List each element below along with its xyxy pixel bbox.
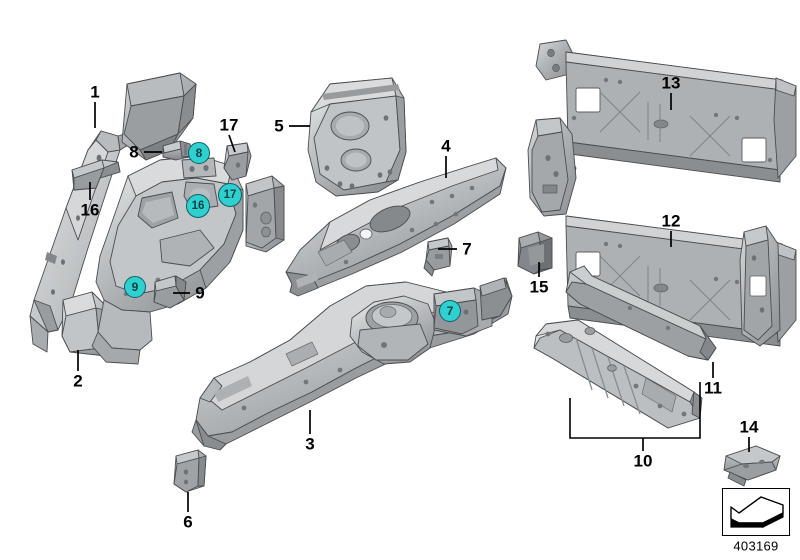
view-direction-arrow-icon [730,496,784,528]
callout-label-5: 5 [274,116,284,136]
part-5-strut-tower-panel [307,77,407,197]
leader-line-17 [228,134,236,153]
view-direction-box [722,488,790,536]
callout-label-7: 7 [462,239,472,259]
callout-label-8: 8 [129,142,139,162]
callout-label-6: 6 [183,512,193,532]
callout-label-4: 4 [441,136,451,156]
part-3-side-member-lower [191,277,513,451]
callout-leader-lines [77,93,750,512]
part-10-floor-panel [533,319,703,429]
highlight-marker-17[interactable]: 17 [218,183,242,207]
callout-label-14: 14 [739,417,759,437]
part-13-rear-cross-member-upper [535,39,797,183]
highlight-marker-9[interactable]: 9 [124,276,146,298]
part-9-bracket [153,275,187,309]
part-16-bracket [71,159,121,191]
callout-label-3: 3 [305,434,315,454]
callout-label-1: 1 [90,82,100,102]
bracket-span-10 [569,382,701,439]
part-14-bracket [723,445,781,487]
part-wheelhouse-assembly [91,72,244,365]
drawing-number: 403169 [733,538,779,554]
callout-label-12: 12 [661,211,681,231]
callout-label-17: 17 [219,115,239,135]
callout-label-11: 11 [704,378,722,398]
highlight-marker-8[interactable]: 8 [188,142,210,164]
bracket-path-10 [569,382,701,439]
callout-label-2: 2 [73,371,83,391]
callout-label-16: 16 [80,200,100,220]
callout-label-10: 10 [633,451,653,471]
part-inner-reinforcement-panel [245,175,285,253]
highlight-marker-16[interactable]: 16 [186,194,210,218]
part-6-bracket [173,449,207,493]
highlight-marker-7[interactable]: 7 [439,300,461,322]
part-4-side-member-upper [285,157,507,297]
callout-label-15: 15 [529,277,549,297]
part-11-sill-rail [565,265,717,361]
part-15-box-bracket [517,231,553,275]
part-7-bracket [423,237,453,277]
part-17-bracket [223,142,252,181]
callout-label-13: 13 [661,73,681,93]
callout-label-9: 9 [195,283,205,303]
